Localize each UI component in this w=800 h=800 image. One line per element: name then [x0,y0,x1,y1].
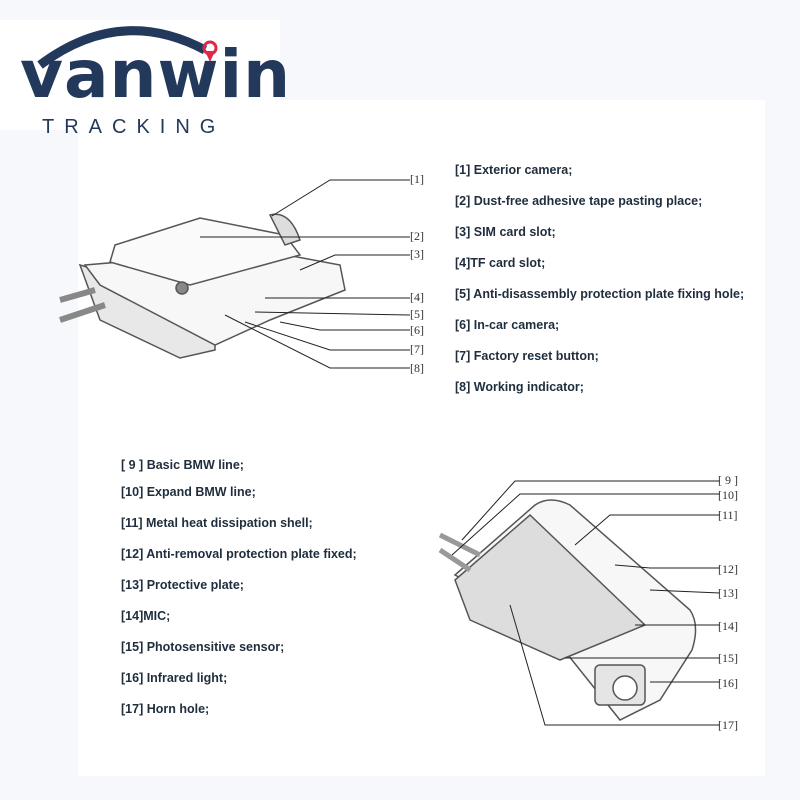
callout-4: [4] [410,290,424,304]
callout-15: [15] [718,651,738,665]
legend-item-14: [14]MIC; [121,609,171,623]
legend-item-15: [15] Photosensitive sensor; [121,640,285,654]
legend-item-5: [5] Anti-disassembly protection plate fi… [455,287,745,301]
legend-item-6: [6] In-car camera; [455,318,560,332]
callout-12: [12] [718,562,738,576]
callout-10: [10] [718,488,738,502]
top-leader-lines [200,179,411,369]
callout-11: [11] [718,508,738,522]
legend-item-11: [11] Metal heat dissipation shell; [121,516,313,530]
callout-3: [3] [410,247,424,261]
callout-14: [14] [718,619,738,633]
legend-item-17: [17] Horn hole; [121,702,210,716]
legend-item-12: [12] Anti-removal protection plate fixed… [121,547,357,561]
brand-name: vanwin [20,36,292,113]
legend-item-8: [8] Working indicator; [455,380,584,394]
callout-5: [5] [410,307,424,321]
callout-1: [1] [410,172,424,186]
callout-7: [7] [410,342,424,356]
callout-16: [16] [718,676,738,690]
legend-item-10: [10] Expand BMW line; [121,485,256,499]
legend-item-3: [3] SIM card slot; [455,225,556,239]
callout-2: [2] [410,229,424,243]
legend-item-9: [ 9 ] Basic BMW line; [121,458,244,472]
legend-item-16: [16] Infrared light; [121,671,228,685]
callout-9: [ 9 ] [718,473,738,487]
callout-17: [17] [718,718,738,732]
callout-13: [13] [718,586,738,600]
legend-item-7: [7] Factory reset button; [455,349,599,363]
brand-tagline: TRACKING [42,116,226,138]
legend-item-1: [1] Exterior camera; [455,163,573,177]
legend-item-13: [13] Protective plate; [121,578,244,592]
logo-arc-icon [37,26,218,69]
brand-logo: vanwin TRACKING [0,20,290,138]
legend-item-4: [4]TF card slot; [455,256,546,270]
legend-item-2: [2] Dust-free adhesive tape pasting plac… [455,194,703,208]
callout-6: [6] [410,323,424,337]
bottom-leader-lines [451,480,721,726]
callout-8: [8] [410,361,424,375]
